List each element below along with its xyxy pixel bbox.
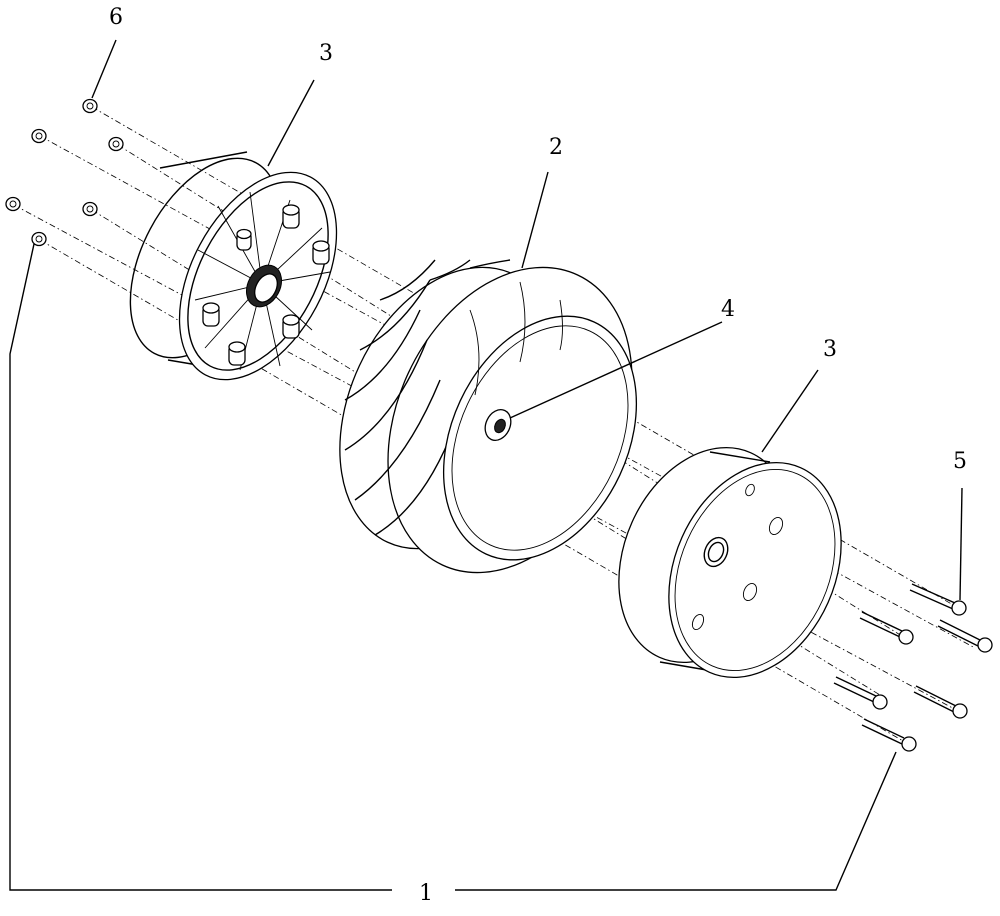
callout-1: 1 — [419, 881, 433, 906]
leader-3-right — [761, 369, 819, 453]
leader-6 — [91, 39, 117, 99]
bearing — [484, 408, 512, 442]
callout-6: 6 — [109, 5, 123, 30]
axis-line — [39, 135, 976, 649]
bolt — [913, 685, 968, 719]
right-hub-half — [618, 446, 842, 679]
axis-line — [91, 106, 956, 607]
leader-1-right — [455, 751, 897, 891]
bolt — [861, 718, 917, 752]
bolts — [833, 583, 993, 752]
callout-5: 5 — [953, 449, 967, 474]
bolt — [937, 619, 993, 653]
tire — [339, 259, 638, 574]
callout-4: 4 — [721, 297, 735, 322]
leader-lines — [9, 39, 963, 891]
nut — [108, 136, 124, 152]
leader-5 — [959, 487, 963, 601]
bolt — [909, 583, 967, 616]
leader-4 — [509, 321, 723, 419]
callout-3-left: 3 — [319, 41, 333, 66]
callout-3-right: 3 — [823, 337, 837, 362]
bolt — [859, 611, 914, 645]
leader-3-left — [267, 79, 315, 167]
leader-1-left — [9, 243, 392, 891]
bolt — [833, 676, 888, 710]
nut — [82, 98, 98, 114]
nuts — [5, 98, 124, 247]
leader-2 — [521, 171, 549, 269]
nut — [31, 231, 47, 247]
callout-2: 2 — [549, 135, 563, 160]
callout-labels: 6 3 2 4 3 5 1 — [109, 5, 967, 906]
nut — [82, 201, 98, 217]
nut — [5, 196, 21, 212]
nut — [31, 128, 47, 144]
hub-bosses — [202, 204, 330, 366]
left-hub-half — [129, 151, 338, 381]
